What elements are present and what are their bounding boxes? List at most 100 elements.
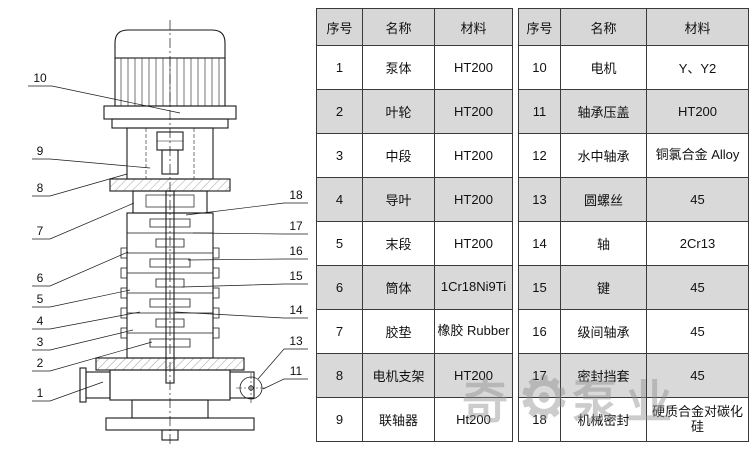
callout-number: 6 <box>37 271 44 285</box>
callout-leaders <box>28 85 308 402</box>
callout-number: 18 <box>289 188 303 202</box>
table-cell: 45 <box>646 353 749 398</box>
callout-number: 17 <box>289 219 303 233</box>
table-cell: 密封挡套 <box>560 353 647 398</box>
callout-number: 16 <box>289 244 303 258</box>
table-cell: 叶轮 <box>362 89 435 134</box>
table-cell: 机械密封 <box>560 397 647 442</box>
table-cell: 7 <box>316 309 363 354</box>
pump-body <box>79 357 266 403</box>
stage-lugs-right <box>212 247 220 339</box>
table-cell: 6 <box>316 265 363 310</box>
callout-number: 1 <box>37 386 44 400</box>
table-cell: 末段 <box>362 221 435 266</box>
table-cell: 胶垫 <box>362 309 435 354</box>
table-cell: 1 <box>316 45 363 90</box>
table-cell: 键 <box>560 265 647 310</box>
callout-number: 4 <box>37 314 44 328</box>
table-cell: 45 <box>646 265 749 310</box>
table-cell: 轴承压盖 <box>560 89 647 134</box>
column-header: 名称 <box>362 8 435 46</box>
column-header: 名称 <box>560 8 647 46</box>
table-cell: 联轴器 <box>362 397 435 442</box>
callout-number: 5 <box>37 292 44 306</box>
callout-number: 9 <box>37 144 44 158</box>
table-cell: 中段 <box>362 133 435 178</box>
callout-number: 14 <box>289 303 303 317</box>
column-header: 序号 <box>518 8 561 46</box>
table-cell: HT200 <box>434 89 513 134</box>
table-cell: 级间轴承 <box>560 309 647 354</box>
callout-number: 11 <box>290 364 303 378</box>
callout-number: 3 <box>37 335 44 349</box>
table-cell: 5 <box>316 221 363 266</box>
table-cell: 45 <box>646 309 749 354</box>
table-cell: 泵体 <box>362 45 435 90</box>
table-cell: 轴 <box>560 221 647 266</box>
table-cell: 硬质合金对碳化硅 <box>646 397 749 442</box>
table-cell: 铜氯合金 Alloy <box>646 133 749 178</box>
base <box>105 399 255 441</box>
table-cell: 9 <box>316 397 363 442</box>
motor-fins <box>120 58 220 106</box>
table-cell: 橡胶 Rubber <box>434 309 513 354</box>
table-cell: Ht200 <box>434 397 513 442</box>
callout-number: 8 <box>37 181 44 195</box>
header-row: 序号名称材料 <box>316 8 513 46</box>
column-header: 材料 <box>646 8 749 46</box>
stage-lugs-left <box>120 247 128 339</box>
table-cell: 1Cr18Ni9Ti <box>434 265 513 310</box>
callout-number: 15 <box>289 269 303 283</box>
table-cell: 电机支架 <box>362 353 435 398</box>
pump-diagram: 10 9 8 7 6 5 4 3 2 1 18 17 16 15 14 13 1… <box>28 20 308 446</box>
table-cell: 电机 <box>560 45 647 90</box>
table-cell: Y、Y2 <box>646 45 749 90</box>
table-cell: 2Cr13 <box>646 221 749 266</box>
table-cell: 13 <box>518 177 561 222</box>
table-cell: HT200 <box>434 177 513 222</box>
table-cell: 筒体 <box>362 265 435 310</box>
table-cell: HT200 <box>646 89 749 134</box>
callout-number: 2 <box>37 356 44 370</box>
table-cell: 14 <box>518 221 561 266</box>
callout-number: 10 <box>33 71 47 85</box>
table-cell: 15 <box>518 265 561 310</box>
callout-numbers: 10 9 8 7 6 5 4 3 2 1 18 17 16 15 14 13 1… <box>33 71 303 400</box>
table-cell: 导叶 <box>362 177 435 222</box>
header-row: 序号名称材料 <box>518 8 749 46</box>
stage-stack <box>120 190 220 384</box>
table-cell: HT200 <box>434 133 513 178</box>
table-cell: 水中轴承 <box>560 133 647 178</box>
table-cell: 18 <box>518 397 561 442</box>
table-cell: HT200 <box>434 45 513 90</box>
table-cell: 12 <box>518 133 561 178</box>
table-cell: 4 <box>316 177 363 222</box>
pump-head <box>109 178 231 214</box>
table-cell: HT200 <box>434 221 513 266</box>
table-cell: 3 <box>316 133 363 178</box>
table-cell: 8 <box>316 353 363 398</box>
table-cell: 16 <box>518 309 561 354</box>
table-cell: 45 <box>646 177 749 222</box>
table-cell: HT200 <box>434 353 513 398</box>
